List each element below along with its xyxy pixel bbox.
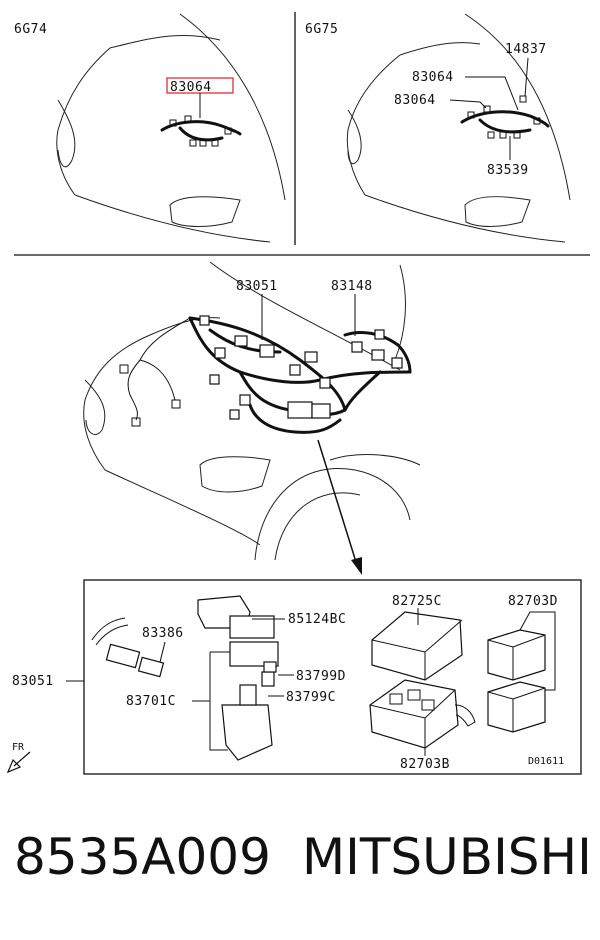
callout-83386[interactable]: 83386 [142,626,184,641]
front-direction-indicator: FR [6,742,31,774]
callout-83064-6g74[interactable]: 83064 [170,80,212,95]
callout-83064-6g75-a[interactable]: 83064 [412,70,454,85]
callout-83799d[interactable]: 83799D [296,669,346,684]
callout-82703b[interactable]: 82703B [400,757,450,772]
callout-83799c[interactable]: 83799C [286,690,336,705]
direction-label: FR [12,742,25,753]
part-number: 8535A009 [14,828,271,886]
panel-6g74: 6G74 83064 [14,13,286,243]
panel-main-harness: 83051 83148 [83,261,421,575]
engine-label-6g74: 6G74 [14,22,47,37]
callout-82703d[interactable]: 82703D [508,594,558,609]
callout-83701c[interactable]: 83701C [126,694,176,709]
callout-83051-main[interactable]: 83051 [236,279,278,294]
detail-panel: 83051 83386 85124BC 83701C 83799D 83799C [12,579,582,775]
arrow-icon [6,758,22,774]
callout-85124bc[interactable]: 85124BC [288,612,346,627]
callout-82725c[interactable]: 82725C [392,594,442,609]
callout-83064-6g75-b[interactable]: 83064 [394,93,436,108]
callout-14837[interactable]: 14837 [505,42,547,57]
callout-83539[interactable]: 83539 [487,163,529,178]
footer: 8535A009 MITSUBISHI [0,828,600,908]
callout-83148[interactable]: 83148 [331,279,373,294]
brand-name: MITSUBISHI [302,828,592,886]
detail-arrow [317,439,357,563]
panel-6g75: 6G75 14837 83064 83064 83539 [305,13,571,243]
group-label-83051[interactable]: 83051 [12,674,54,689]
engine-label-6g75: 6G75 [305,22,338,37]
diagram-code: D01611 [528,756,564,767]
